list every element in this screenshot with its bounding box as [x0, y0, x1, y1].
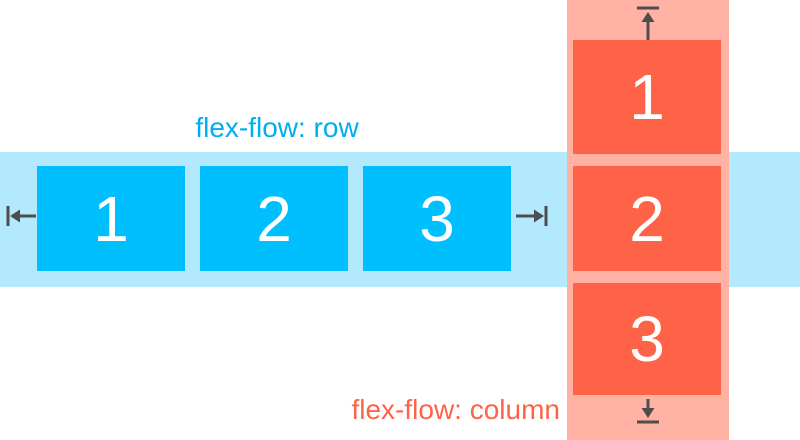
column-flex-item-1-number: 1 — [629, 61, 665, 133]
row-flex-item-3-number: 3 — [419, 182, 455, 255]
row-flex-item-3: 3 — [363, 166, 511, 271]
row-flex-item-2: 2 — [200, 166, 348, 271]
rightwards-arrow-to-bar-icon — [516, 206, 548, 226]
upwards-arrow-to-bar-icon — [637, 6, 659, 40]
row-flex-item-1-number: 1 — [93, 182, 129, 255]
row-flex-item-1: 1 — [37, 166, 185, 271]
leftwards-arrow-to-bar-icon — [6, 206, 36, 226]
column-flex-item-2: 2 — [573, 166, 721, 271]
column-flex-item-1: 1 — [573, 40, 721, 154]
row-flex-item-2-number: 2 — [256, 182, 292, 255]
column-flex-item-3: 3 — [573, 283, 721, 395]
column-flex-item-2-number: 2 — [629, 182, 665, 255]
row-label: flex-flow: row — [195, 112, 359, 143]
column-label: flex-flow: column — [351, 394, 560, 425]
column-flex-item-3-number: 3 — [629, 303, 665, 375]
downwards-arrow-to-bar-icon — [637, 399, 659, 424]
